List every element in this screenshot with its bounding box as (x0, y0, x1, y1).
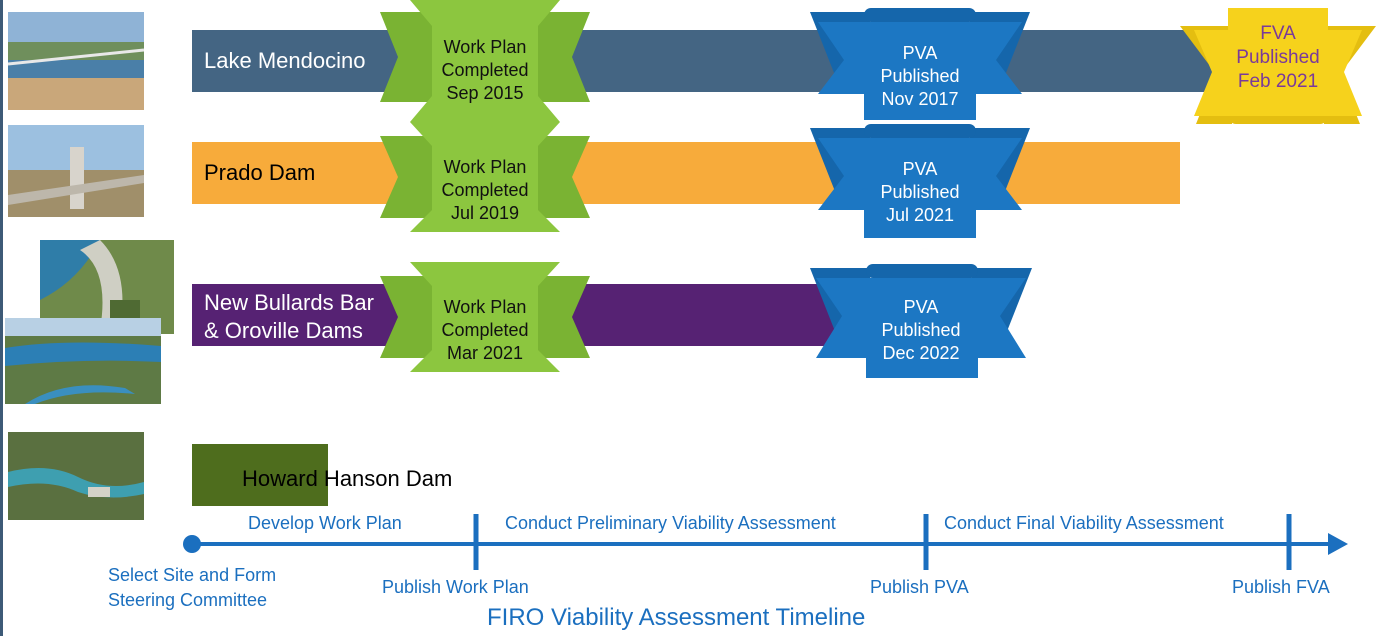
new-bullards-bar-label-line2: & Oroville Dams (204, 318, 363, 343)
lake-mendocino-bar (192, 30, 1236, 92)
fva-line2: Published (1236, 47, 1320, 68)
bullards-work-plan-line3: Mar 2021 (446, 343, 524, 363)
prado-work-plan-ribbon: Work Plan Completed Jul 2019 (380, 122, 590, 234)
lake-mendocino-label: Lake Mendocino (204, 48, 366, 73)
slide-left-edge (0, 0, 3, 636)
timeline-start-dot (183, 535, 201, 553)
mendocino-work-plan-line1: Work Plan (443, 37, 527, 57)
howard-hanson-label: Howard Hanson Dam (242, 466, 452, 492)
prado-pva-line3: Jul 2021 (885, 205, 955, 225)
phase-conduct-fva: Conduct Final Viability Assessment (944, 513, 1224, 533)
green-ribbon-shape (380, 0, 590, 122)
mendocino-pva-line2: Published (880, 66, 960, 86)
howard-hanson-bar (192, 444, 328, 506)
bullards-pva-ribbon: PVA Published Dec 2022 (810, 264, 1032, 378)
bullards-work-plan-line1: Work Plan (443, 297, 527, 317)
prado-work-plan-line1: Work Plan (443, 157, 527, 177)
milestone-publish-pva: Publish PVA (870, 577, 969, 597)
howard-hanson-label-part2: Hanson Dam (317, 466, 453, 491)
milestone-select-site-line2: Steering Committee (108, 590, 268, 610)
prado-dam-photo (8, 125, 144, 217)
blue-ribbon-shape (810, 264, 1032, 378)
prado-pva-line1: PVA (902, 159, 938, 179)
mendocino-pva-line3: Nov 2017 (881, 89, 959, 109)
bullards-pva-line2: Published (881, 320, 961, 340)
phase-conduct-pva: Conduct Preliminary Viability Assessment (505, 513, 836, 533)
mendocino-work-plan-ribbon: Work Plan Completed Sep 2015 (380, 0, 590, 124)
timeline-title: FIRO Viability Assessment Timeline (487, 604, 866, 631)
milestone-publish-fva: Publish FVA (1232, 577, 1330, 597)
bullards-work-plan-line2: Completed (441, 320, 529, 340)
lake-mendocino-photo (8, 12, 144, 110)
mendocino-work-plan-line2: Completed (441, 60, 529, 80)
howard-hanson-label-part1: Howard (242, 466, 318, 491)
prado-work-plan-line3: Jul 2019 (450, 203, 520, 223)
milestone-select-site-line1: Select Site and Form (108, 565, 277, 585)
howard-hanson-photo (8, 432, 144, 520)
green-ribbon-shape (380, 262, 590, 372)
mendocino-pva-ribbon: PVA Published Nov 2017 (810, 8, 1030, 120)
mendocino-work-plan-line3: Sep 2015 (446, 83, 524, 103)
fva-line3: Feb 2021 (1237, 71, 1319, 92)
bullards-pva-line1: PVA (903, 297, 939, 317)
blue-ribbon-shape (810, 8, 1030, 120)
phase-develop-work-plan: Develop Work Plan (248, 513, 402, 533)
prado-pva-ribbon: PVA Published Jul 2021 (810, 124, 1030, 238)
blue-ribbon-shape (810, 124, 1030, 238)
mendocino-pva-line1: PVA (902, 43, 938, 63)
new-bullards-bar-label-line1: New Bullards Bar (204, 290, 374, 315)
prado-dam-bar (192, 142, 1180, 204)
bullards-work-plan-ribbon: Work Plan Completed Mar 2021 (380, 262, 590, 374)
green-ribbon-shape (380, 122, 590, 232)
fva-line1: FVA (1260, 23, 1296, 44)
prado-dam-label: Prado Dam (204, 160, 316, 185)
yellow-ribbon-shape (1180, 8, 1376, 124)
bullards-pva-line3: Dec 2022 (882, 343, 960, 363)
mendocino-fva-ribbon: FVA Published Feb 2021 (1180, 8, 1376, 126)
prado-pva-line2: Published (880, 182, 960, 202)
milestone-publish-work-plan: Publish Work Plan (382, 577, 529, 597)
timeline-arrowhead (1328, 533, 1348, 555)
prado-work-plan-line2: Completed (441, 180, 529, 200)
oroville-dam-photo (5, 318, 161, 404)
